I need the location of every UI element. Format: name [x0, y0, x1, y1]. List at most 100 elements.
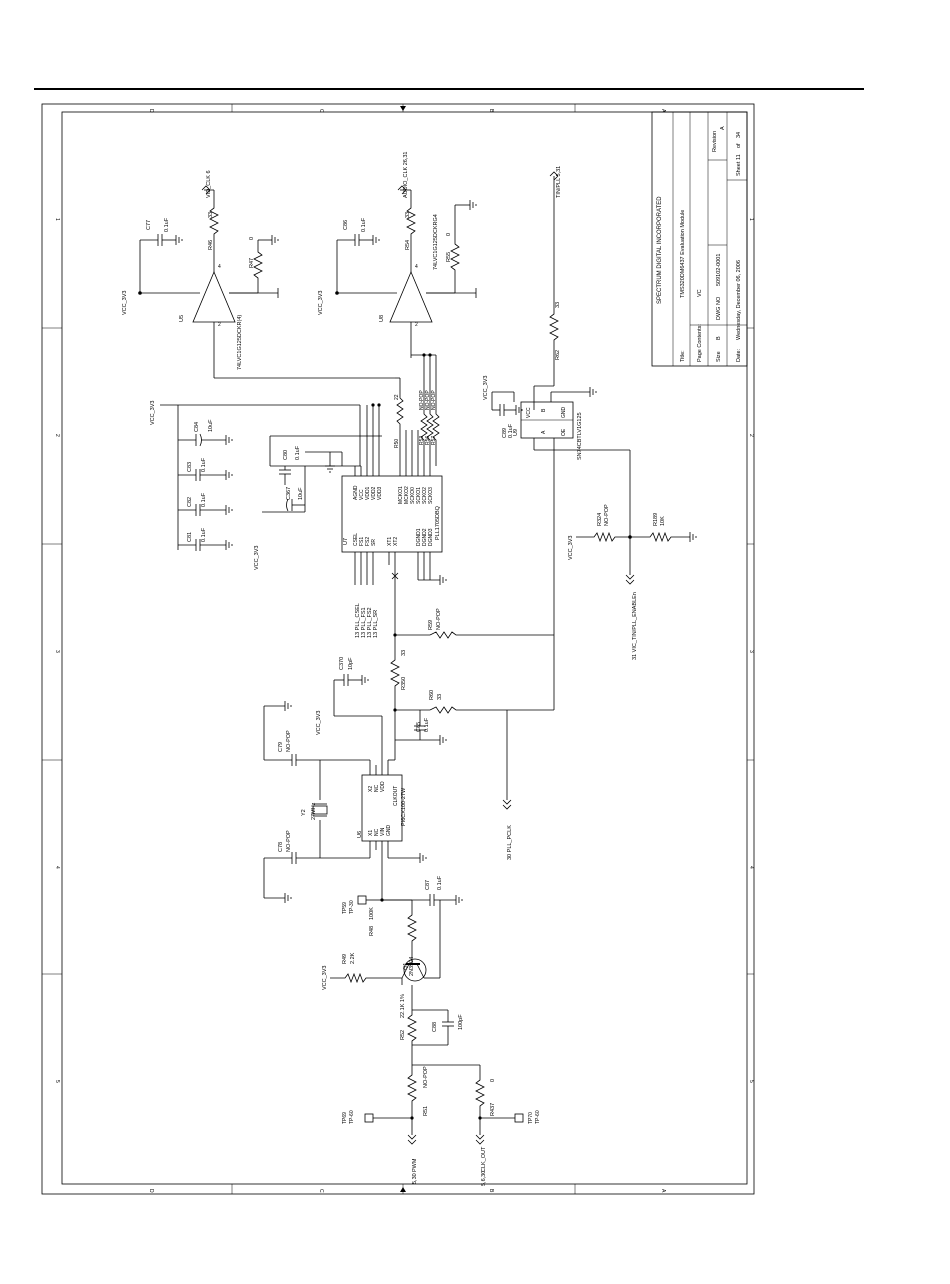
c370-ref: C85	[416, 722, 422, 732]
u9-pin-oe: OE	[561, 428, 567, 436]
r56-value: NO-POP	[425, 390, 431, 410]
c89-capacitor: C89 0.1uF	[491, 392, 523, 438]
u5-ref: U5	[179, 315, 185, 322]
series-resistors: R50 22 R53 NO-POP R56 NO-POP R57 NO-POP	[394, 353, 440, 466]
tp59-ref: TP59	[342, 902, 348, 914]
r350-ref: R350	[401, 677, 407, 690]
q1-value: 2N3904	[409, 957, 415, 976]
u6-pin-gnd: GND	[386, 825, 392, 837]
c84-value: 10uF	[208, 419, 214, 432]
u7-pin-vdd2: VDD2	[371, 486, 377, 500]
c81-ref: C81	[187, 532, 193, 542]
c367-ref: C367	[286, 487, 292, 500]
y2-ref: Y2	[301, 809, 307, 816]
audio-clk-label: AUDIO_CLK 26,31	[403, 152, 409, 198]
u8-pin2: 2	[415, 322, 418, 328]
enable-network: 31 VIC_TIN/PLL_ENABLEn	[534, 449, 638, 710]
u5-pin4: 4	[218, 264, 221, 270]
pll-fs2-label: 13 PLL_FS2	[367, 607, 373, 638]
r62-value: 33	[555, 302, 561, 308]
c86-value: 0.1uF	[361, 217, 367, 232]
r49-resistor: R49 2.2K	[330, 952, 402, 984]
c77-capacitor: C77 0.1uF	[139, 217, 183, 293]
u9-switch: VCC B GND A OE U9 SN74CBTLV1G125	[492, 387, 597, 460]
zone-letter-d-top: D	[148, 109, 154, 113]
r53-value: NO-POP	[419, 390, 425, 410]
y2-crystal: Y2 27MHz	[301, 759, 370, 859]
c83-value: 0.1uF	[201, 457, 207, 472]
c80-ref: C80	[283, 450, 289, 460]
u8-vcc-label: VCC_3V3	[318, 291, 324, 315]
tb-date-label: Date:	[736, 348, 742, 362]
title-block: SPECTRUM DIGITAL INCORPORATED Title: TMS…	[651, 111, 748, 367]
u8-buffer: 4 2 U8 74LVC1G125DCKRG4	[335, 214, 476, 358]
tin-pll-offpage: TIN/PLL 5,31	[549, 166, 562, 310]
tb-page-contents-label: Page Contents:	[697, 324, 703, 362]
c79-value: NO-POP	[286, 730, 292, 752]
r437-value: 0	[490, 1079, 496, 1082]
c85-ref: C370	[339, 657, 345, 670]
c79-capacitor: C79 NO-POP	[263, 701, 320, 766]
c80-value: 0.1uF	[295, 445, 301, 460]
zone-num-3-left: 3	[54, 650, 60, 653]
r51-ref: R51	[423, 1106, 429, 1116]
u7-pin-mcko2: MCKO2	[404, 486, 410, 504]
u6-ref: U6	[357, 831, 363, 838]
tp69-testpoint: TP69 TP-60	[342, 1110, 374, 1124]
r324-resistor: R324 NO-POP	[576, 504, 630, 543]
u5-part: 74LVC1G125DCKR(4)	[237, 315, 243, 370]
zone-letter-b-top: B	[488, 109, 494, 113]
u9-pin-gnd: GND	[561, 407, 567, 419]
tb-sheet-label: Sheet	[736, 161, 742, 176]
r54-value: 33	[405, 212, 411, 218]
r57-value: NO-POP	[431, 390, 437, 410]
u6-pin-nc-r: NC	[374, 784, 380, 792]
u7-pin-vdd1: VDD1	[365, 486, 371, 500]
zone-num-3-right: 3	[748, 650, 754, 653]
c370-value: 0.1uF	[424, 717, 430, 732]
c82-value: 0.1uF	[201, 492, 207, 507]
r48-resistor: R48 100K	[369, 899, 417, 956]
zone-letter-a-top: A	[660, 109, 666, 113]
c86-capacitor: C86 0.1uF	[336, 217, 380, 293]
r324-vcc-label: VCC_3V3	[568, 536, 574, 560]
tb-dwg-no: 509102-0001	[716, 254, 722, 286]
tb-sheet: 11	[736, 154, 742, 160]
r56-ref: R56	[425, 436, 431, 445]
u7-ref: U7	[343, 538, 349, 545]
c87-ref: C87	[425, 880, 431, 890]
r437-ref: R437	[490, 1103, 496, 1116]
r50-value: 22	[394, 394, 400, 400]
u7-vcc-label: VCC_3V3	[254, 546, 260, 570]
tb-company: SPECTRUM DIGITAL INCORPORATED	[657, 196, 663, 304]
u7-pin-scko2: SCKO2	[422, 487, 428, 504]
u8-part: 74LVC1G125DCKRG4	[433, 214, 439, 270]
pwm-pages: 5,30	[412, 1173, 418, 1184]
tb-date: Wednesday, December 06, 2006	[736, 260, 742, 340]
pll-csel-label: 13 PLL_CSEL	[355, 603, 361, 638]
r52-ref: R52	[400, 1030, 406, 1040]
u9-pin-b: B	[541, 408, 547, 412]
inner-border	[61, 111, 748, 1185]
r46-value: 33	[208, 212, 214, 218]
r59-ref: R59	[428, 620, 434, 630]
audio-clk-offpage: AUDIO_CLK 26,31	[397, 152, 409, 198]
r51-resistor: R51 NO-POP PWM 5,30	[373, 1064, 480, 1184]
c77-ref: C77	[146, 220, 152, 230]
r46-ref: R46	[208, 240, 214, 250]
r53-ref: R53	[419, 436, 425, 445]
u5-pin2: 2	[218, 322, 221, 328]
ground-symbol-u5	[271, 235, 279, 298]
tp70-value: TP-60	[535, 1110, 541, 1124]
r51-value: NO-POP	[423, 1066, 429, 1088]
tp59-value: TP-30	[349, 900, 355, 914]
clk-out-pages: 5,6,30	[481, 1171, 487, 1186]
c78-capacitor: C78 NO-POP	[263, 830, 320, 903]
tb-title: TMS320DM6437 Evaluation Module	[680, 210, 686, 298]
zone-letter-b-bottom: B	[488, 1189, 494, 1193]
c88-ref: C88	[432, 1022, 438, 1032]
u9-pin-vcc: VCC	[526, 407, 532, 418]
outer-border	[41, 103, 755, 1195]
c87-value: 0.1uF	[437, 875, 443, 890]
